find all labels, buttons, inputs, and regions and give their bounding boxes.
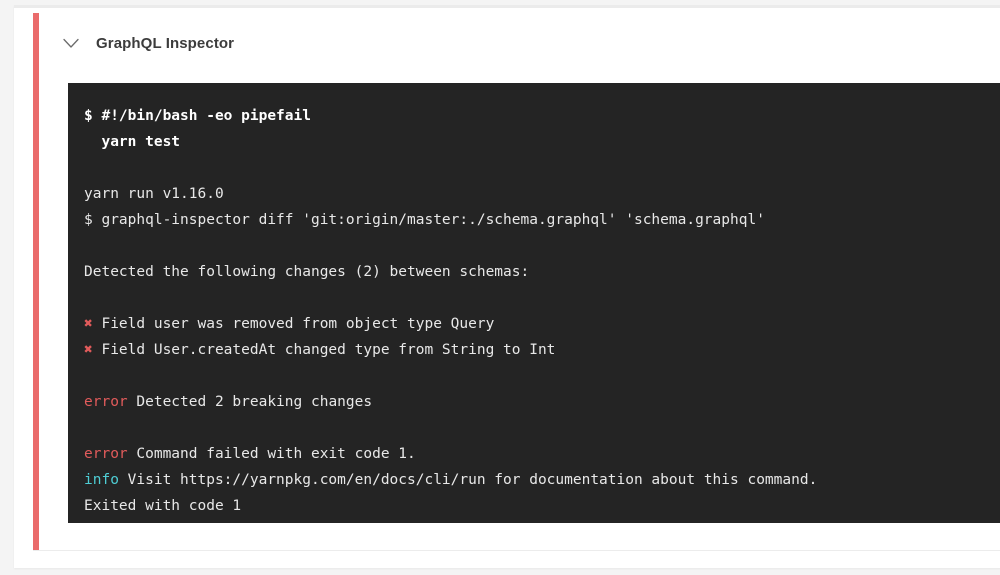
log-line: info Visit https://yarnpkg.com/en/docs/c… (84, 467, 1000, 493)
chevron-down-icon[interactable] (58, 30, 84, 56)
step-divider (33, 550, 1000, 551)
log-level-error: error (84, 394, 128, 410)
log-level-info: info (84, 472, 119, 488)
log-line-text: Detected 2 breaking changes (127, 394, 373, 410)
log-line (84, 285, 1000, 311)
log-line (84, 415, 1000, 441)
step-header[interactable]: GraphQL Inspector (58, 25, 234, 61)
log-line-text: Visit https://yarnpkg.com/en/docs/cli/ru… (118, 472, 818, 488)
log-line (84, 155, 1000, 181)
log-line: Exited with code 1 (84, 498, 242, 514)
breaking-change-x-icon: ✖ (84, 316, 93, 332)
log-level-error: error (84, 446, 128, 462)
build-log-terminal[interactable]: $ #!/bin/bash -eo pipefail yarn test yar… (68, 83, 1000, 523)
build-log-content: $ #!/bin/bash -eo pipefail yarn test yar… (84, 103, 1000, 519)
log-line (84, 363, 1000, 389)
log-line: Detected the following changes (2) betwe… (84, 264, 530, 280)
step-status-accent-bar (33, 13, 39, 550)
log-line: ✖ Field user was removed from object typ… (84, 311, 1000, 337)
step-title: GraphQL Inspector (96, 34, 235, 52)
log-line-text: Field User.createdAt changed type from S… (92, 342, 556, 358)
log-line: yarn test (84, 134, 181, 150)
log-line: error Command failed with exit code 1. (84, 441, 1000, 467)
log-line-text: Field user was removed from object type … (92, 316, 495, 332)
log-line (84, 233, 1000, 259)
log-line: $ graphql-inspector diff 'git:origin/mas… (84, 212, 765, 228)
log-line: $ #!/bin/bash -eo pipefail (84, 108, 311, 124)
log-line: yarn run v1.16.0 (84, 186, 224, 202)
log-line-text: Command failed with exit code 1. (127, 446, 416, 462)
breaking-change-x-icon: ✖ (84, 342, 93, 358)
build-step-card: GraphQL Inspector $ #!/bin/bash -eo pipe… (14, 5, 1000, 568)
log-line: error Detected 2 breaking changes (84, 389, 1000, 415)
log-line: ✖ Field User.createdAt changed type from… (84, 337, 1000, 363)
